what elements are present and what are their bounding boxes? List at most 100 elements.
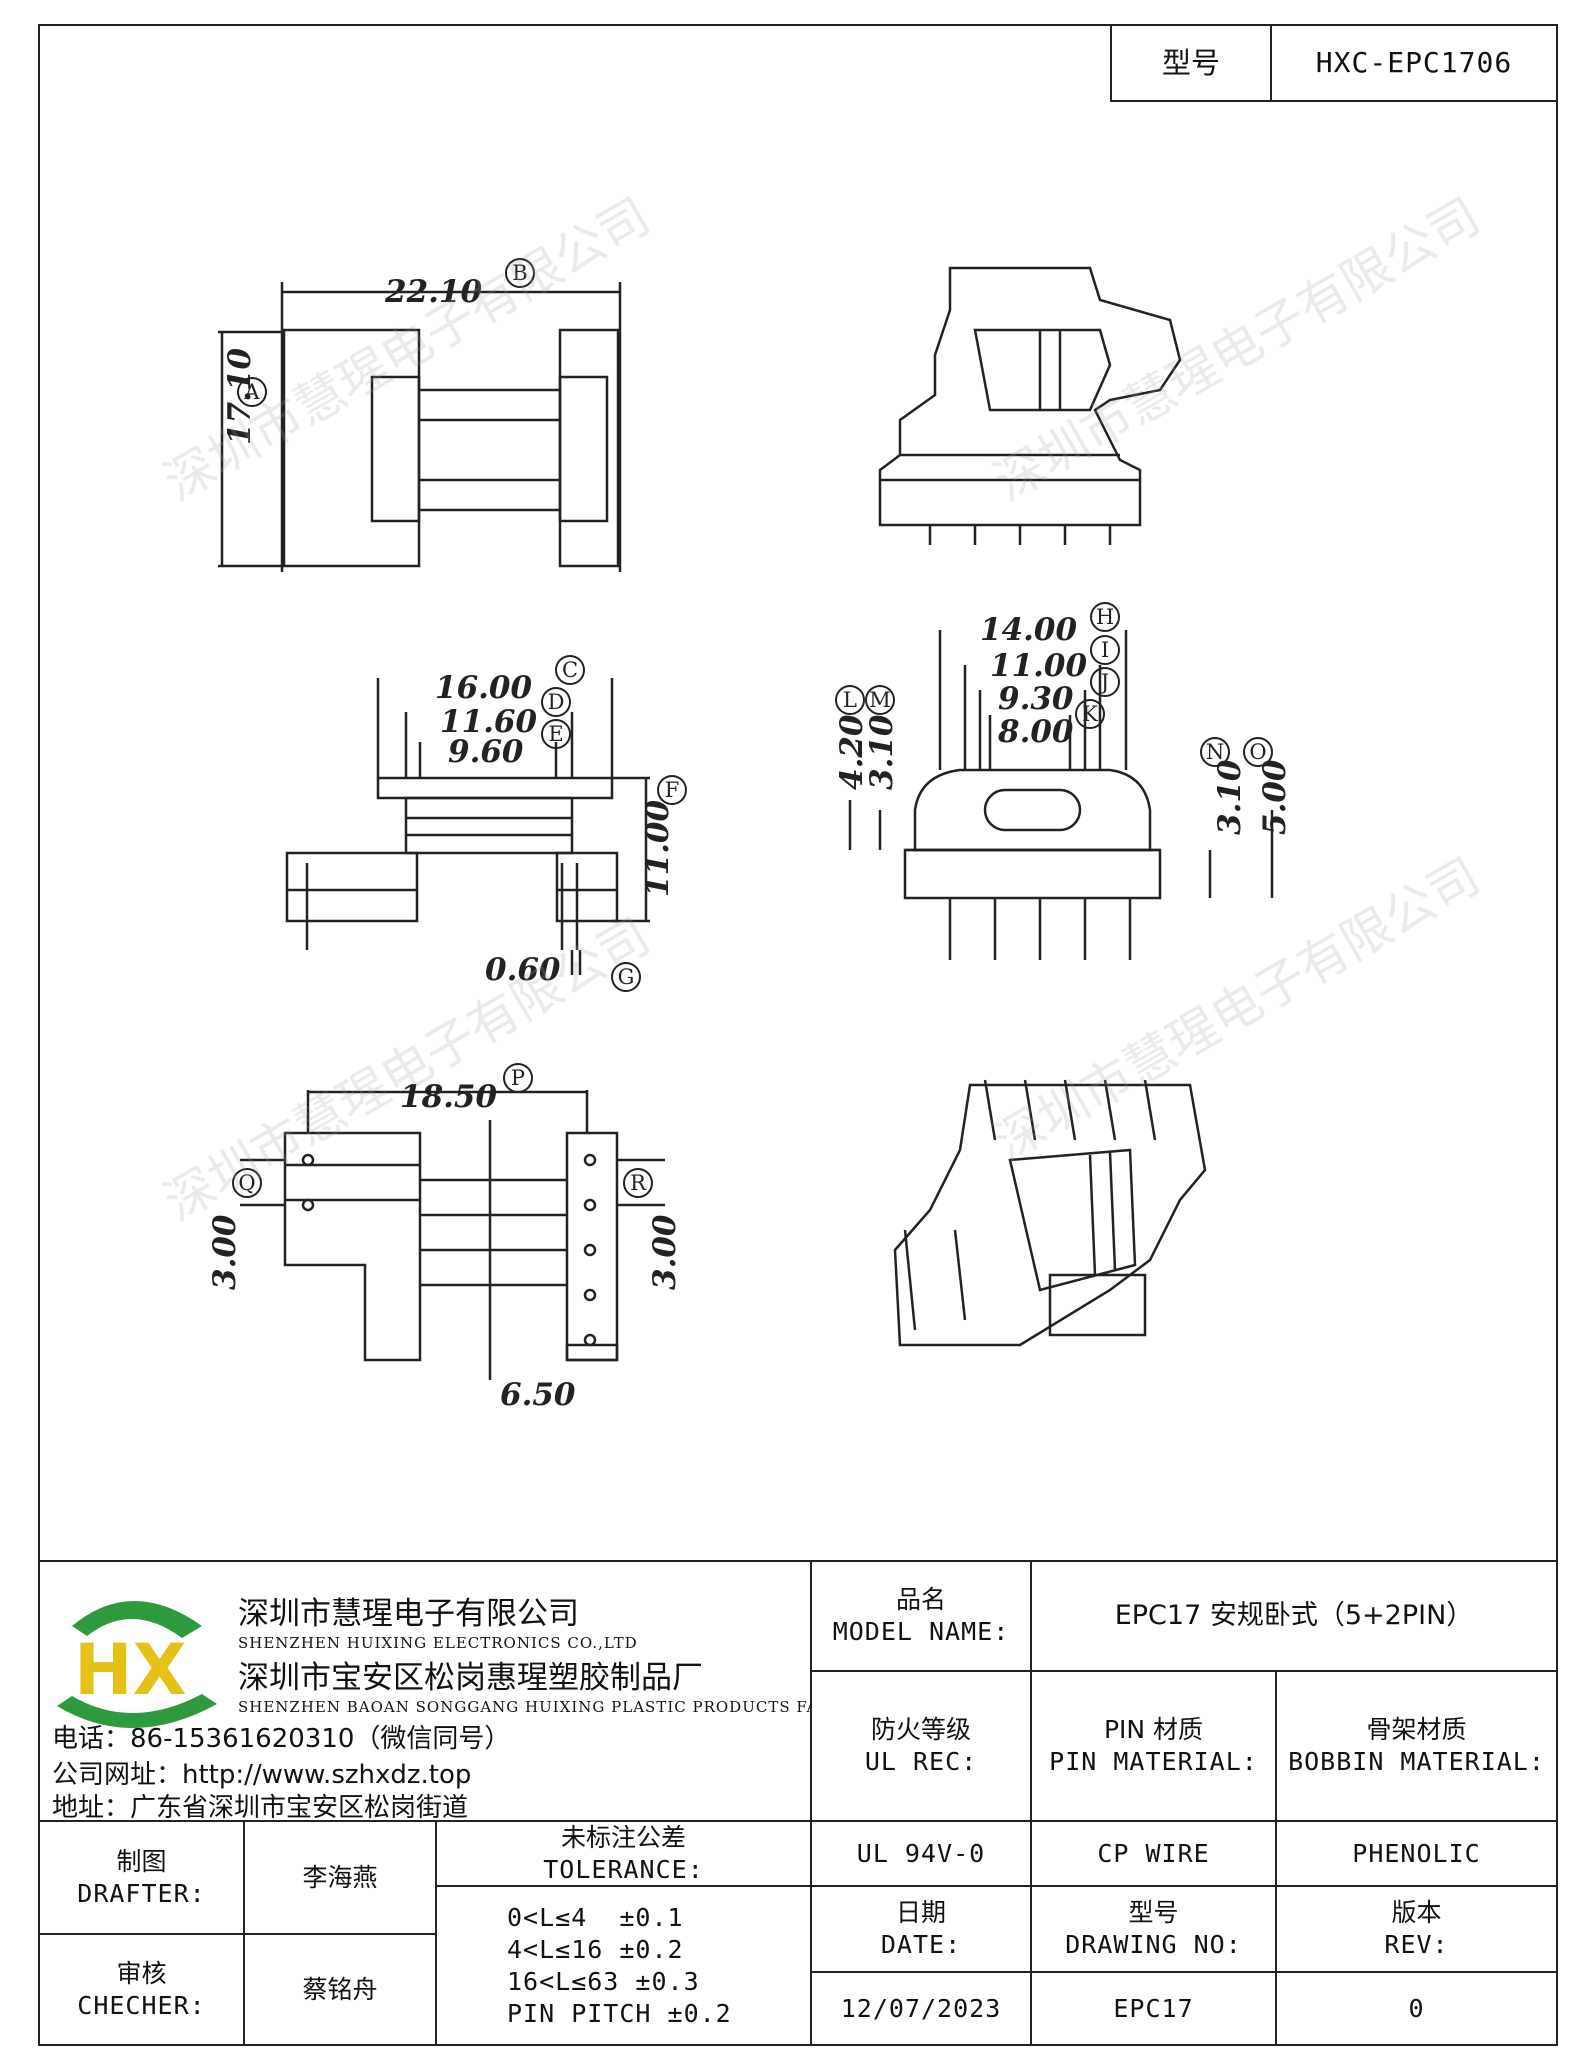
side-view (285, 678, 650, 975)
dim-letter-m: M (869, 688, 891, 712)
drafter-en: DRAFTER: (77, 1878, 206, 1908)
dim-pitch-value: 6.50 (500, 1377, 576, 1413)
cell-pin-label: PIN 材质 PIN MATERIAL: (1030, 1670, 1277, 1822)
isometric-view-top (878, 266, 1182, 545)
dim-letter-circle-g (611, 962, 641, 992)
dim-letter-e: E (548, 722, 563, 746)
date-cn: 日期 (895, 1898, 946, 1927)
dim-r-value: 3.00 (647, 1214, 683, 1290)
pin-cn: PIN 材质 (1103, 1715, 1204, 1744)
dim-letter-circle-d (541, 687, 571, 717)
end-view (848, 630, 1274, 960)
dim-letter-c: C (562, 658, 578, 682)
checker-cn: 审核 (116, 1958, 167, 1988)
front-view (218, 282, 622, 572)
dim-letter-circle-c (555, 655, 585, 685)
model-name-value: EPC17 安规卧式（5+2PIN） (1114, 1600, 1474, 1631)
checker-en: CHECHER: (77, 1990, 206, 2020)
date-en: DATE: (880, 1930, 962, 1959)
dim-letter-circle-n (1200, 737, 1230, 767)
dim-k-value: 8.00 (997, 714, 1074, 750)
company-name-cn: 深圳市慧瑆电子有限公司 (238, 1596, 579, 1632)
ul-en: UL REC: (864, 1747, 978, 1776)
rev-en: REV: (1384, 1930, 1449, 1959)
dim-letter-h: H (1096, 605, 1114, 629)
cell-ul-label: 防火等级 UL REC: (810, 1670, 1032, 1822)
cell-tolerance-label: 未标注公差 TOLERANCE: (435, 1820, 812, 1887)
dim-c-value: 16.00 (435, 670, 533, 706)
dim-letter-circle-i (1090, 635, 1120, 665)
technical-drawing: 22.10 17.10 16.00 11.60 9.60 11.00 0.60 … (207, 258, 1293, 1413)
ul-cn: 防火等级 (870, 1715, 971, 1744)
header-model-label-text: 型号 (1161, 46, 1220, 80)
bobbin-cn: 骨架材质 (1366, 1715, 1467, 1744)
cell-bobbin-label: 骨架材质 BOBBIN MATERIAL: (1275, 1670, 1558, 1822)
dim-a-value: 17.10 (222, 347, 258, 445)
tolerance-line-4: PIN PITCH ±0.2 (507, 1998, 732, 2028)
cell-rev-label: 版本 REV: (1275, 1885, 1558, 1973)
contact-phone: 电话：86-15361620310（微信同号） (52, 1724, 511, 1754)
cell-pin-value: CP WIRE (1030, 1820, 1277, 1887)
tolerance-line-3: 16<L≤63 ±0.3 (507, 1966, 700, 1996)
tolerance-cn: 未标注公差 (560, 1822, 686, 1852)
ul-value: UL 94V-0 (856, 1838, 986, 1868)
dim-letter-f: F (665, 778, 680, 802)
cell-border-top (38, 1560, 812, 1822)
dim-letter-circle-b (505, 258, 535, 288)
drafter-value: 李海燕 (302, 1862, 378, 1892)
dim-letter-g: G (618, 965, 635, 989)
dim-o-value: 5.00 (1257, 759, 1293, 835)
cell-bobbin-value: PHENOLIC (1275, 1820, 1558, 1887)
dim-letter-circle-j (1090, 667, 1120, 697)
dim-letter-j: J (1099, 670, 1109, 694)
header-model-value: HXC-EPC1706 (1270, 24, 1558, 102)
dim-b-value: 22.10 (384, 274, 483, 310)
tolerance-en: TOLERANCE: (543, 1854, 704, 1884)
dim-letter-circle-o (1243, 737, 1273, 767)
dim-n-value: 3.10 (1212, 759, 1248, 835)
dim-letter-circle-k (1075, 699, 1105, 729)
dim-letter-d: D (548, 690, 565, 714)
dim-letter-circle-l (835, 685, 865, 715)
cell-drafter-value: 李海燕 (243, 1820, 437, 1935)
cell-drawing-no-value: EPC17 (1030, 1971, 1277, 2046)
cell-ul-value: UL 94V-0 (810, 1820, 1032, 1887)
cell-checker-label: 审核 CHECHER: (38, 1933, 245, 2046)
dim-h-value: 14.00 (980, 612, 1078, 648)
factory-name-cn: 深圳市宝安区松岗惠瑆塑胶制品厂 (238, 1660, 703, 1696)
cell-rev-value: 0 (1275, 1971, 1558, 2046)
dim-letter-p: P (511, 1066, 525, 1090)
drafter-cn: 制图 (116, 1846, 167, 1876)
dim-l-value: 4.20 (834, 714, 870, 790)
dim-letter-r: R (630, 1171, 647, 1195)
logo-text: HX (74, 1629, 187, 1711)
model-name-cn: 品名 (895, 1585, 946, 1614)
bobbin-en: BOBBIN MATERIAL: (1288, 1747, 1545, 1776)
company-info: HX 深圳市慧瑆电子有限公司 SHENZHEN HUIXING ELECTRON… (52, 1580, 877, 1824)
dim-f-value: 11.00 (640, 799, 676, 897)
company-name-en: SHENZHEN HUIXING ELECTRONICS CO.,LTD (238, 1634, 638, 1652)
dim-letter-circle-m (865, 685, 895, 715)
cell-model-name-label: 品名 MODEL NAME: (810, 1560, 1032, 1672)
dim-letter-k: K (1082, 702, 1098, 726)
tolerance-line-1: 0<L≤4 ±0.1 (507, 1902, 684, 1932)
cell-drawing-no-label: 型号 DRAWING NO: (1030, 1885, 1277, 1973)
dim-letter-circle-e (541, 719, 571, 749)
pin-value: CP WIRE (1097, 1838, 1210, 1868)
cell-checker-value: 蔡铭舟 (243, 1933, 437, 2046)
dim-letter-circle-h (1090, 602, 1120, 632)
dim-p-value: 18.50 (400, 1079, 498, 1115)
dim-letter-n: N (1206, 740, 1224, 764)
cell-date-label: 日期 DATE: (810, 1885, 1032, 1973)
rev-cn: 版本 (1391, 1898, 1442, 1927)
dim-letter-circle-p (503, 1063, 533, 1093)
model-name-en: MODEL NAME: (832, 1617, 1010, 1646)
cell-tolerance-values: 0<L≤4 ±0.1 4<L≤16 ±0.2 16<L≤63 ±0.3 PIN … (435, 1885, 812, 2046)
dim-letter-b: B (512, 261, 527, 285)
bobbin-value: PHENOLIC (1352, 1838, 1481, 1868)
dim-e-value: 9.60 (448, 734, 524, 770)
drawing-no-cn: 型号 (1128, 1898, 1179, 1927)
contact-website: 公司网址：http://www.szhxdz.top (52, 1760, 472, 1790)
dim-letter-circle-a (237, 377, 267, 407)
